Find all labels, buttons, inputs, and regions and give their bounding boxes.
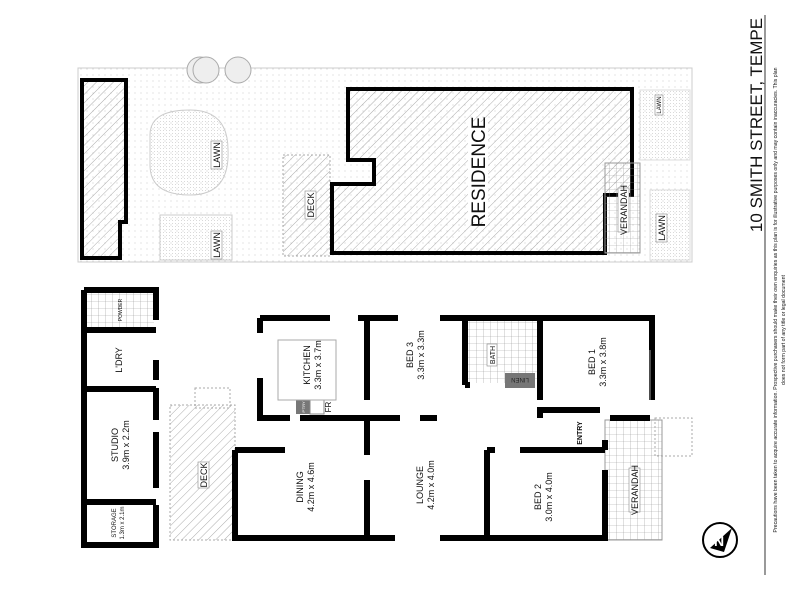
lawn-back-area [149, 109, 229, 196]
room-name-powder: POWDER [118, 298, 124, 321]
room-name-bed2: BED 2 [533, 484, 543, 510]
room-size-studio: 3.9m x 2.2m [121, 420, 131, 470]
site-verandah-label: VERANDAH [619, 185, 629, 235]
verandah-steps [654, 417, 693, 457]
linen-cupboard [505, 373, 535, 388]
fridge-label: FR [324, 401, 333, 412]
room-size-bed3: 3.3m x 3.3m [416, 330, 426, 380]
disclaimer-line1: Precautions have been taken to acquire a… [773, 67, 779, 532]
room-size-storage: 1.3m x 2.1m [120, 506, 126, 539]
fridge-space [309, 399, 325, 415]
room-name-bed3: BED 3 [405, 342, 415, 368]
room-name-kitchen: KITCHEN [302, 345, 312, 385]
entry-label: ENTRY [577, 421, 584, 445]
room-name-bath: BATH [490, 346, 497, 364]
pantry-label: P'TRY [301, 401, 306, 413]
room-name-storage: STORAGE [112, 508, 118, 537]
verandah-label: VERANDAH [630, 465, 640, 515]
kitchen-bench [277, 339, 337, 401]
label-box [468, 122, 488, 222]
residence-label: RESIDENCE [469, 117, 490, 228]
room-name-studio: STUDIO [110, 428, 120, 462]
svg-text:N: N [714, 533, 724, 549]
property-title: 10 SMITH STREET, TEMPE [747, 18, 766, 232]
lawn-back-label: LAWN [212, 142, 222, 168]
bathroom [468, 321, 538, 383]
lawn-front-small-area [639, 89, 691, 161]
rear-shed [80, 78, 128, 260]
room-size-bed2: 3.0m x 4.0m [544, 472, 554, 522]
deck-steps [194, 387, 231, 409]
room-size-lounge: 4.2m x 4.0m [426, 460, 436, 510]
room-name-laundry: L'DRY [114, 347, 124, 373]
room-name-dining: DINING [295, 471, 305, 503]
site-plan: RESIDENCE DECK LAWN LAWN LAWN LAWN VERAN… [77, 56, 693, 263]
lawn-front-small-label: LAWN [657, 96, 663, 113]
tree-icon [186, 56, 252, 84]
room-size-dining: 4.2m x 4.6m [306, 462, 316, 512]
room-name-lounge: LOUNGE [415, 466, 425, 504]
powder-room [86, 292, 154, 328]
room-name-bed1: BED 1 [587, 349, 597, 375]
pantry [296, 400, 310, 414]
deck-label: DECK [199, 462, 209, 487]
north-arrow-icon: N [702, 522, 738, 558]
room-size-kitchen: 3.3m x 3.7m [313, 340, 323, 390]
room-size-bed1: 3.3m x 3.8m [598, 337, 608, 387]
lawn-front-label: LAWN [657, 215, 667, 241]
lawn-side-label: LAWN [212, 232, 222, 258]
disclaimer-line2: does not form part of any title or legal… [781, 275, 787, 385]
room-name-linen: LINEN [511, 376, 529, 382]
site-deck-label: DECK [306, 192, 316, 217]
